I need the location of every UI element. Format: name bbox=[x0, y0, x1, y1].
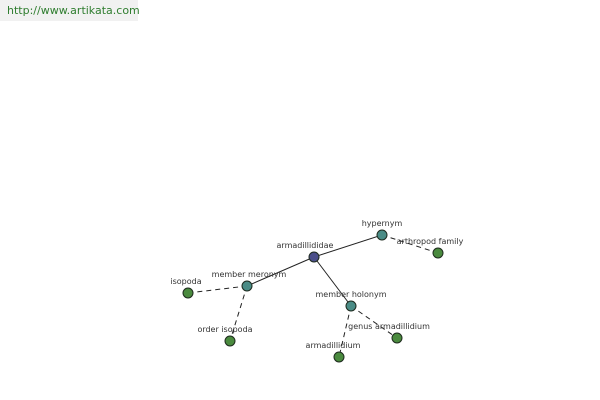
node-label-armadillidium[interactable]: armadillidium bbox=[306, 341, 361, 350]
url-banner: http://www.artikata.com bbox=[0, 0, 140, 21]
node-hypernym[interactable] bbox=[376, 229, 388, 241]
node-label-center[interactable]: armadillididae bbox=[277, 241, 334, 250]
edge-center-to-member-holonym bbox=[313, 256, 352, 307]
node-arthropod-family[interactable] bbox=[432, 247, 444, 259]
node-label-hypernym[interactable]: hypernym bbox=[362, 219, 403, 228]
node-genus-armadillidium[interactable] bbox=[391, 332, 403, 344]
node-label-member-meronym[interactable]: member meronym bbox=[212, 270, 287, 279]
edge-center-to-hypernym bbox=[313, 234, 383, 258]
labels-layer: armadillididae hypernym member meronym memb… bbox=[170, 219, 463, 350]
edge-hypernym-to-arthropod-family bbox=[381, 234, 439, 254]
node-order-isopoda[interactable] bbox=[224, 335, 236, 347]
edges-layer bbox=[187, 234, 439, 358]
node-member-meronym[interactable] bbox=[241, 280, 253, 292]
edge-member-holonym-to-genus-armadillidium bbox=[350, 305, 398, 339]
node-label-genus-armadillidium[interactable]: genus armadillidium bbox=[348, 322, 430, 331]
node-center[interactable] bbox=[308, 251, 320, 263]
node-isopoda[interactable] bbox=[182, 287, 194, 299]
node-label-order-isopoda[interactable]: order isopoda bbox=[197, 325, 252, 334]
node-label-member-holonym[interactable]: member holonym bbox=[315, 290, 386, 299]
node-label-isopoda[interactable]: isopoda bbox=[170, 277, 201, 286]
node-label-arthropod-family[interactable]: arthropod family bbox=[397, 237, 464, 246]
edge-member-meronym-to-isopoda bbox=[187, 285, 248, 294]
node-armadillidium[interactable] bbox=[333, 351, 345, 363]
site-url-link[interactable]: http://www.artikata.com bbox=[7, 4, 140, 17]
node-member-holonym[interactable] bbox=[345, 300, 357, 312]
nodes-layer bbox=[182, 229, 444, 363]
edge-center-to-member-meronym bbox=[246, 256, 315, 287]
edge-member-meronym-to-order-isopoda bbox=[229, 285, 248, 342]
